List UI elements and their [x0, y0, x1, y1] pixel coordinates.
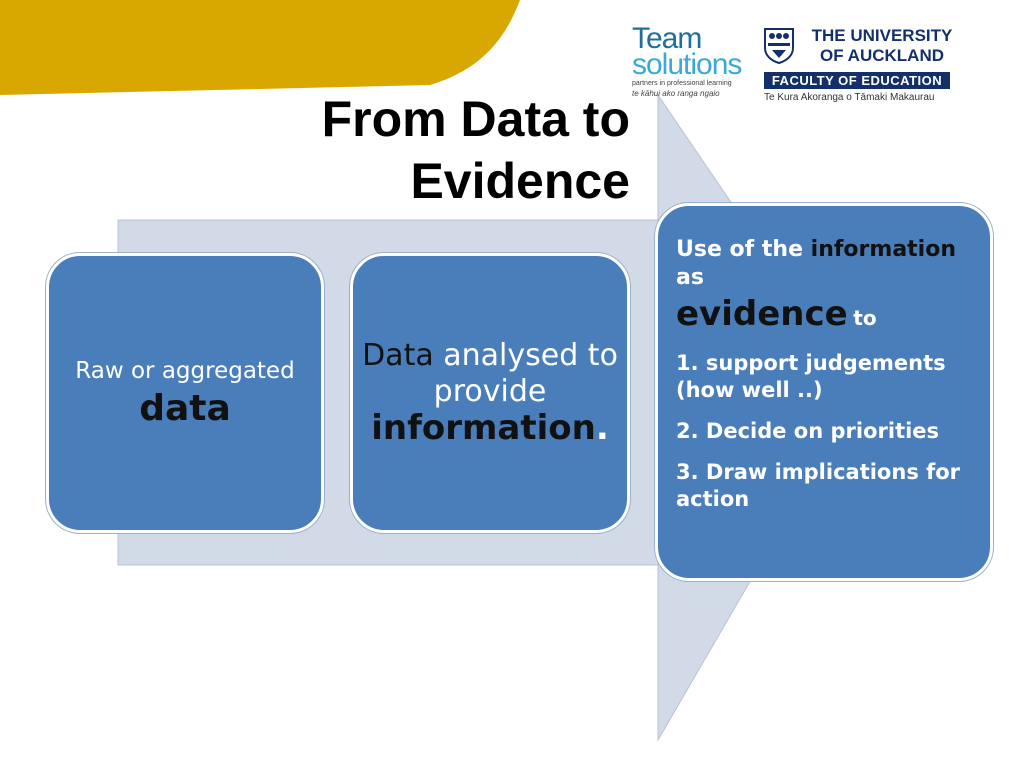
evidence-box-text: Use of the information as evidence to 1.… — [676, 236, 981, 513]
analysed-data-box: Data analysed to provide information. — [350, 253, 630, 533]
evidence-list-item: 1. support judgements (how well ..) — [676, 351, 946, 402]
analysed-word-data: Data — [362, 338, 434, 373]
university-name-line2: OF AUCKLAND — [819, 46, 945, 65]
analysed-word-provide: provide — [433, 374, 547, 409]
team-solutions-logo: Team solutions partners in professional … — [632, 22, 752, 99]
team-solutions-tagline: partners in professional learning — [632, 80, 732, 87]
evidence-heading-part1: Use of the — [676, 237, 803, 262]
evidence-box: Use of the information as evidence to 1.… — [655, 203, 993, 581]
faculty-label: FACULTY OF EDUCATION — [764, 72, 950, 89]
slide-title-line1: From Data to — [321, 91, 630, 147]
team-solutions-logo-line2: solutions — [632, 48, 742, 81]
raw-data-box: Raw or aggregated data — [46, 253, 324, 533]
slide-title: From Data to Evidence — [250, 88, 630, 212]
team-solutions-logo-line1: Team — [632, 22, 702, 55]
evidence-heading-as: as — [676, 265, 704, 290]
faculty-maori-label: Te Kura Akoranga o Tāmaki Makaurau — [764, 92, 935, 103]
corner-accent-shape — [0, 0, 520, 95]
team-solutions-maori: te kāhui ako ranga ngaio — [632, 89, 720, 98]
evidence-box-heading: Use of the information as — [676, 236, 981, 292]
analysed-period: . — [595, 408, 609, 448]
analysed-word-information: information — [371, 408, 596, 448]
evidence-heading-to: to — [853, 306, 877, 330]
university-name-line1: THE UNIVERSITY — [811, 26, 953, 45]
slide-title-line2: Evidence — [410, 153, 630, 209]
analysed-word-analysed: analysed to — [443, 338, 618, 373]
evidence-list-item: 3. Draw implications for action — [676, 460, 961, 511]
evidence-heading-line2: evidence to — [676, 292, 981, 336]
raw-data-box-caption: Raw or aggregated — [75, 357, 295, 384]
analysed-data-box-text: Data analysed to provide information. — [362, 338, 618, 448]
evidence-heading-evidence: evidence — [676, 294, 848, 334]
evidence-list-item: 2. Decide on priorities — [676, 419, 940, 443]
raw-data-box-keyword: data — [139, 387, 231, 429]
university-name: THE UNIVERSITY OF AUCKLAND — [802, 26, 962, 66]
university-crest-icon — [764, 28, 794, 64]
evidence-heading-information: information — [810, 237, 956, 262]
